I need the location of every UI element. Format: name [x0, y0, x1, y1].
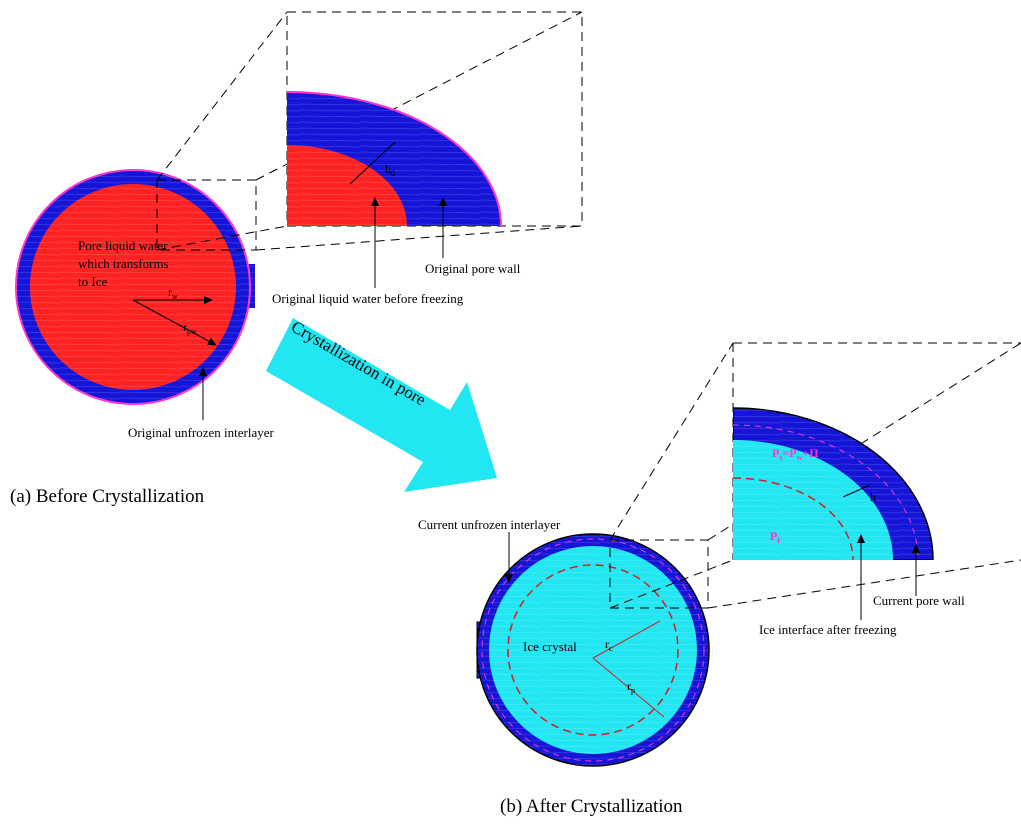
zoom-quarter-b [733, 407, 934, 560]
radius-rp-line [592, 657, 665, 718]
r-pw-symbol: rpw [183, 320, 197, 336]
ice-crystal-label: Ice crystal [523, 639, 577, 654]
label-original-interlayer: Original unfrozen interlayer [128, 425, 274, 440]
pressure-ice-symbol: Pi [770, 529, 780, 545]
caption-before: (a) Before Crystallization [10, 486, 205, 507]
label-ice-interface: Ice interface after freezing [759, 622, 897, 637]
zoom-quarter-a [287, 91, 502, 226]
h0-symbol: h0 [385, 162, 395, 178]
label-original-liquid-water: Original liquid water before freezing [272, 291, 464, 306]
pore-water-label-2: which transforms [78, 256, 169, 271]
caption-after: (b) After Crystallization [500, 796, 683, 817]
h-symbol: h [870, 490, 876, 504]
before-pore-diagram [15, 169, 255, 405]
radius-rpw-line [132, 299, 217, 346]
pore-water-label-1: Pore liquid water [78, 238, 168, 253]
label-current-pore-wall: Current pore wall [873, 593, 965, 608]
radius-rc-line [592, 620, 661, 659]
r-w-symbol: rw [168, 285, 178, 301]
label-current-interlayer: Current unfrozen interlayer [418, 517, 561, 532]
h0-line [349, 141, 396, 185]
original-wall-dashed [481, 538, 705, 762]
after-pore-diagram [476, 533, 710, 767]
label-original-pore-wall: Original pore wall [425, 261, 521, 276]
h-line [842, 484, 871, 498]
pressure-sw-symbol: Ps=Pw+Π [772, 446, 819, 462]
r-p-symbol: rp [627, 679, 635, 695]
r-c-symbol: rc [605, 637, 613, 653]
crystallization-arrow: Crystallization in pore [266, 317, 497, 492]
pore-water-label-3: to Ice [78, 274, 107, 289]
original-interface-dashed [507, 564, 679, 736]
